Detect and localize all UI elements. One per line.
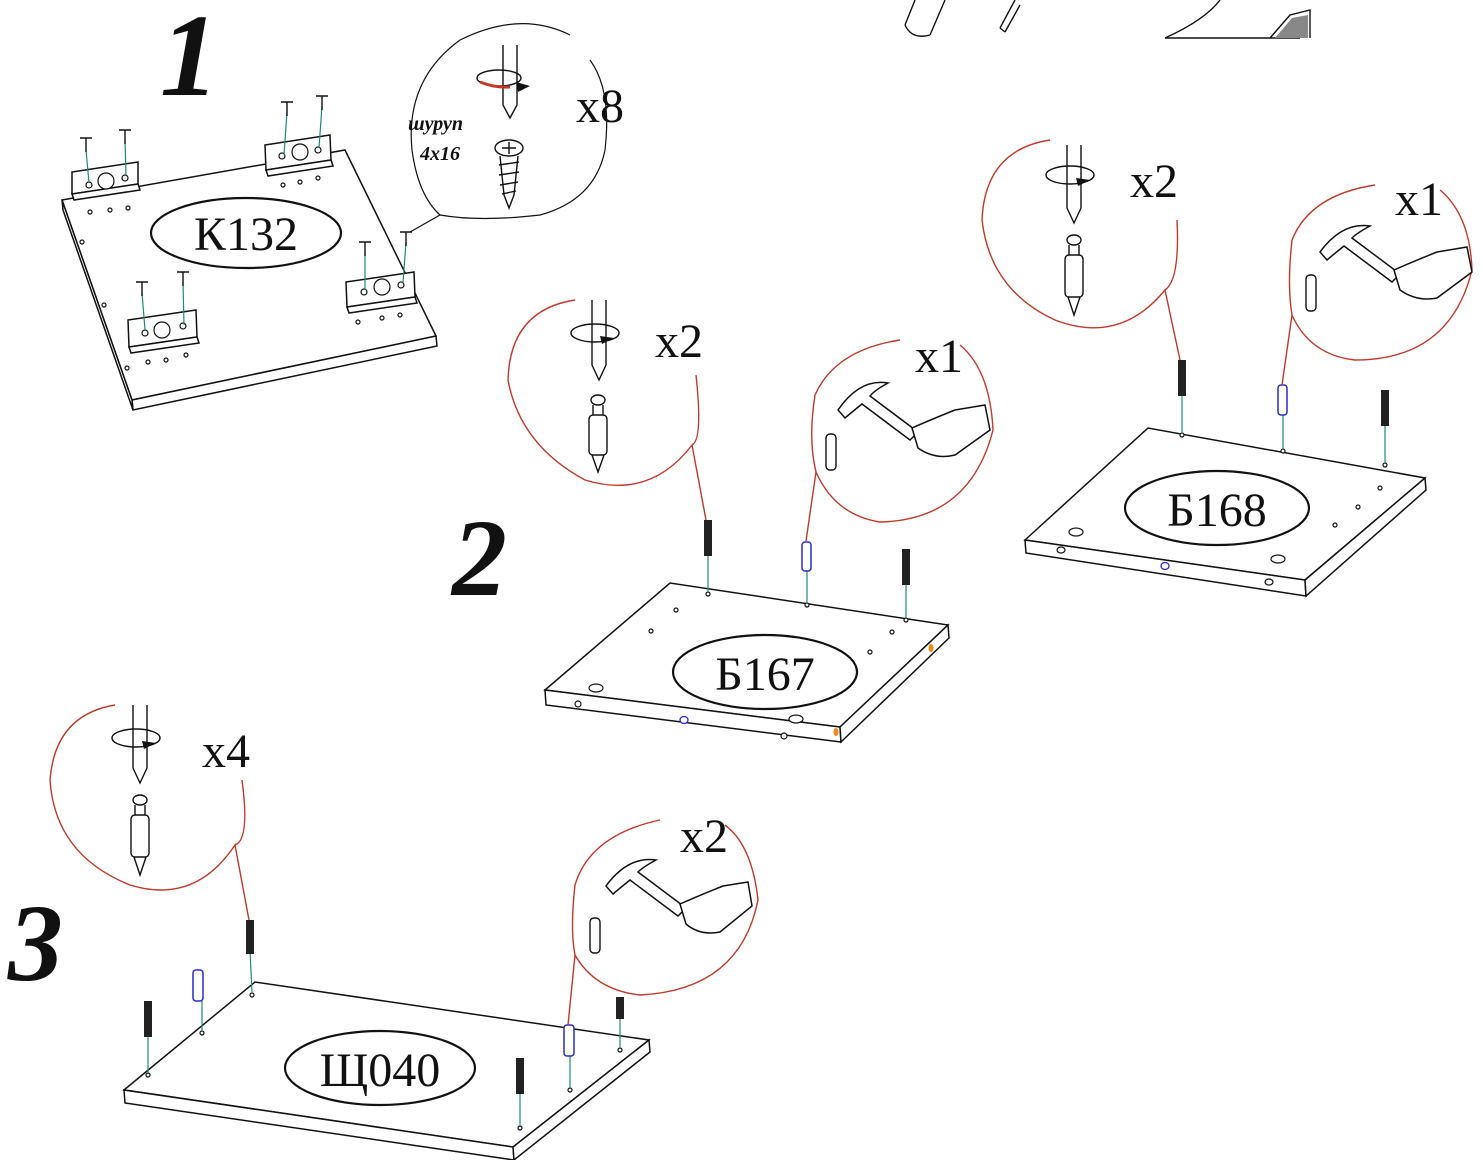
- screw-size-label: 4x16: [419, 143, 460, 165]
- mounting-block: [345, 271, 418, 314]
- wood-dowel-icon: [589, 917, 601, 954]
- label-ellipse-b168: [1123, 469, 1311, 547]
- wood-dowel-icon: [1277, 384, 1288, 416]
- qty-b168-dowel: x1: [1395, 173, 1443, 226]
- wood-dowel-icon: [801, 541, 812, 572]
- mounting-block: [127, 309, 200, 354]
- qty-b168-confirmat: x2: [1130, 155, 1178, 208]
- hammer-icon: [1319, 224, 1473, 300]
- screwdriver-icon: [904, 0, 946, 37]
- screwdriver-icon: [570, 300, 620, 382]
- callout-b168-dowel: x1: [1281, 173, 1473, 386]
- confirmat-screw-icon: [1064, 234, 1084, 318]
- qty-sh040-confirmat: x4: [202, 725, 250, 778]
- screwdriver-icon: [476, 45, 530, 120]
- confirmat-screw-icon: [130, 794, 150, 878]
- step-number-1: 1: [160, 0, 219, 121]
- hammer-icon: [837, 381, 991, 458]
- panel-label-b168: Б168: [1167, 484, 1267, 537]
- qty-sh040-dowel: x2: [680, 810, 728, 863]
- rotation-arrow-icon: [142, 741, 156, 749]
- hammer-icon: [605, 858, 753, 934]
- hand-tool-icon: [1164, 0, 1311, 39]
- label-ellipse-sh040: [283, 1029, 477, 1107]
- confirmat-screw-icon: [588, 394, 608, 475]
- panel-b167: Б167: [543, 520, 950, 744]
- wood-screw-icon: [494, 139, 524, 210]
- wood-dowel-icon: [563, 1024, 575, 1057]
- screwdriver-icon: [1045, 145, 1095, 225]
- screwdriver-icon: [111, 705, 161, 785]
- panel-k132: К132: [61, 95, 438, 411]
- confirmat-screw-icon: [1178, 360, 1389, 426]
- callout-sh040-confirmat: x4: [49, 704, 250, 921]
- label-ellipse-b167: [671, 633, 859, 711]
- step-number-3: 3: [7, 882, 63, 1004]
- tools-top: [904, 0, 1311, 39]
- mounting-block: [264, 134, 334, 177]
- panel-sh040: Щ040: [122, 920, 651, 1160]
- confirmat-screw-icon: [704, 520, 910, 585]
- confirmat-screw-icon: [144, 920, 624, 1094]
- panel-label-sh040: Щ040: [320, 1044, 440, 1097]
- qty-screw-x8: x8: [576, 80, 624, 133]
- wood-dowel-icon: [192, 969, 204, 1002]
- callout-screw: шуруп 4x16 x8: [408, 23, 624, 233]
- qty-b167-confirmat: x2: [655, 315, 703, 368]
- panel-label-b167: Б167: [715, 648, 815, 701]
- rotation-arrow-icon: [516, 82, 530, 92]
- rotation-arrow-icon: [1076, 178, 1090, 186]
- screwdriver-icon: [999, 0, 1021, 33]
- screw-name-label: шуруп: [408, 113, 463, 135]
- callout-b167-confirmat: x2: [507, 299, 707, 521]
- callout-b167-dowel: x1: [805, 330, 994, 542]
- wood-dowel-icon: [825, 433, 837, 471]
- rotation-arrow-icon: [600, 336, 614, 344]
- panel-b168: Б168: [1023, 360, 1427, 598]
- callout-b168-confirmat: x2: [981, 139, 1181, 361]
- label-ellipse-k132: [149, 196, 343, 270]
- qty-b167-dowel: x1: [915, 330, 963, 383]
- step-number-2: 2: [450, 497, 507, 619]
- mounting-block: [71, 161, 141, 201]
- callout-sh040-dowel: x2: [567, 810, 759, 1026]
- panel-label-k132: К132: [194, 208, 298, 261]
- wood-dowel-icon: [1305, 274, 1317, 312]
